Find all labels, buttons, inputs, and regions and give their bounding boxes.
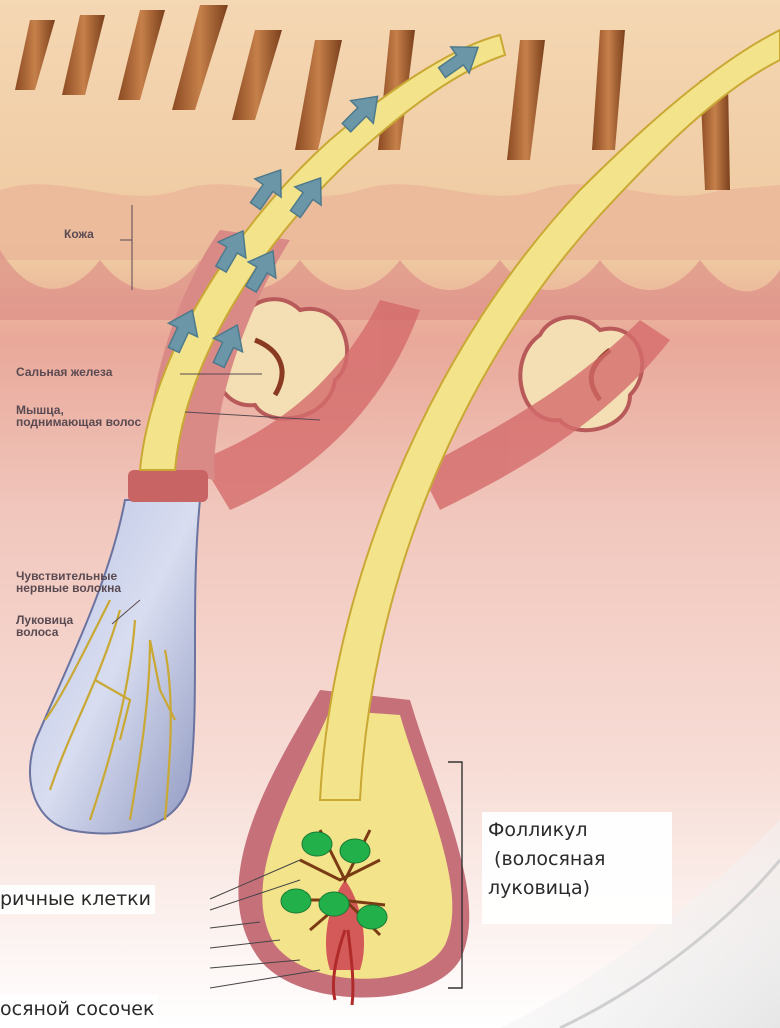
label-skin: Кожа (64, 228, 94, 241)
stem-cell (281, 889, 311, 913)
stem-cell (340, 839, 370, 863)
left-bulb-collar (128, 470, 208, 502)
stem-cell (319, 892, 349, 916)
follicle-label-line3: луковица) (488, 874, 666, 903)
papilla-label: осяной сосочек (0, 995, 158, 1024)
epidermis-layer (0, 184, 780, 260)
stem-cell (357, 905, 387, 929)
stem-cell (302, 832, 332, 856)
follicle-label-box: Фолликул (волосяная луковица) (482, 812, 672, 924)
label-sebaceous-gland: Сальная железа (16, 366, 112, 379)
label-muscle-line2: поднимающая волос (16, 416, 141, 429)
label-nerve-line2: нервные волокна (16, 582, 121, 595)
follicle-label-line2: (волосяная (488, 845, 666, 874)
follicle-label-line1: Фолликул (488, 816, 666, 845)
matrix-cells-label: ричные клетки (0, 885, 155, 914)
label-bulb-line2: волоса (16, 626, 58, 639)
